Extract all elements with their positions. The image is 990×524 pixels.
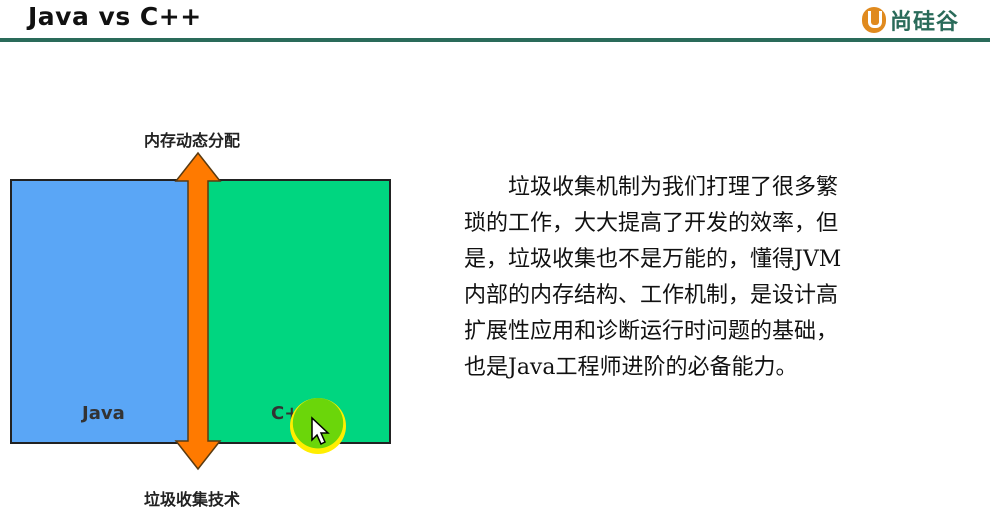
java-label: Java — [82, 403, 125, 424]
cpp-box: C++ — [205, 179, 391, 444]
slide-title: Java vs C++ — [28, 2, 202, 31]
java-box: Java — [10, 179, 190, 444]
logo-u-icon — [862, 7, 886, 33]
double-arrow-icon — [174, 151, 222, 471]
diagram-top-caption: 内存动态分配 — [144, 131, 241, 150]
mouse-cursor-icon — [311, 416, 330, 446]
paragraph-line: 内部的内存结构、工作机制，是设计高 — [464, 283, 839, 308]
paragraph-line: 也是Java工程师进阶的必备能力。 — [464, 355, 798, 380]
brand-logo: 尚硅谷 — [862, 4, 959, 36]
diagram-bottom-caption: 垃圾收集技术 — [144, 490, 241, 509]
paragraph-line: 垃圾收集机制为我们打理了很多繁 — [464, 175, 839, 200]
paragraph-line: 琐的工作，大大提高了开发的效率，但 — [464, 211, 839, 236]
paragraph-line: 扩展性应用和诊断运行时问题的基础， — [464, 319, 839, 344]
title-divider — [0, 38, 990, 42]
description-paragraph: 垃圾收集机制为我们打理了很多繁 琐的工作，大大提高了开发的效率，但 是，垃圾收集… — [464, 170, 924, 386]
logo-text: 尚硅谷 — [890, 10, 960, 35]
paragraph-line: 是，垃圾收集也不是万能的，懂得JVM — [464, 247, 842, 272]
